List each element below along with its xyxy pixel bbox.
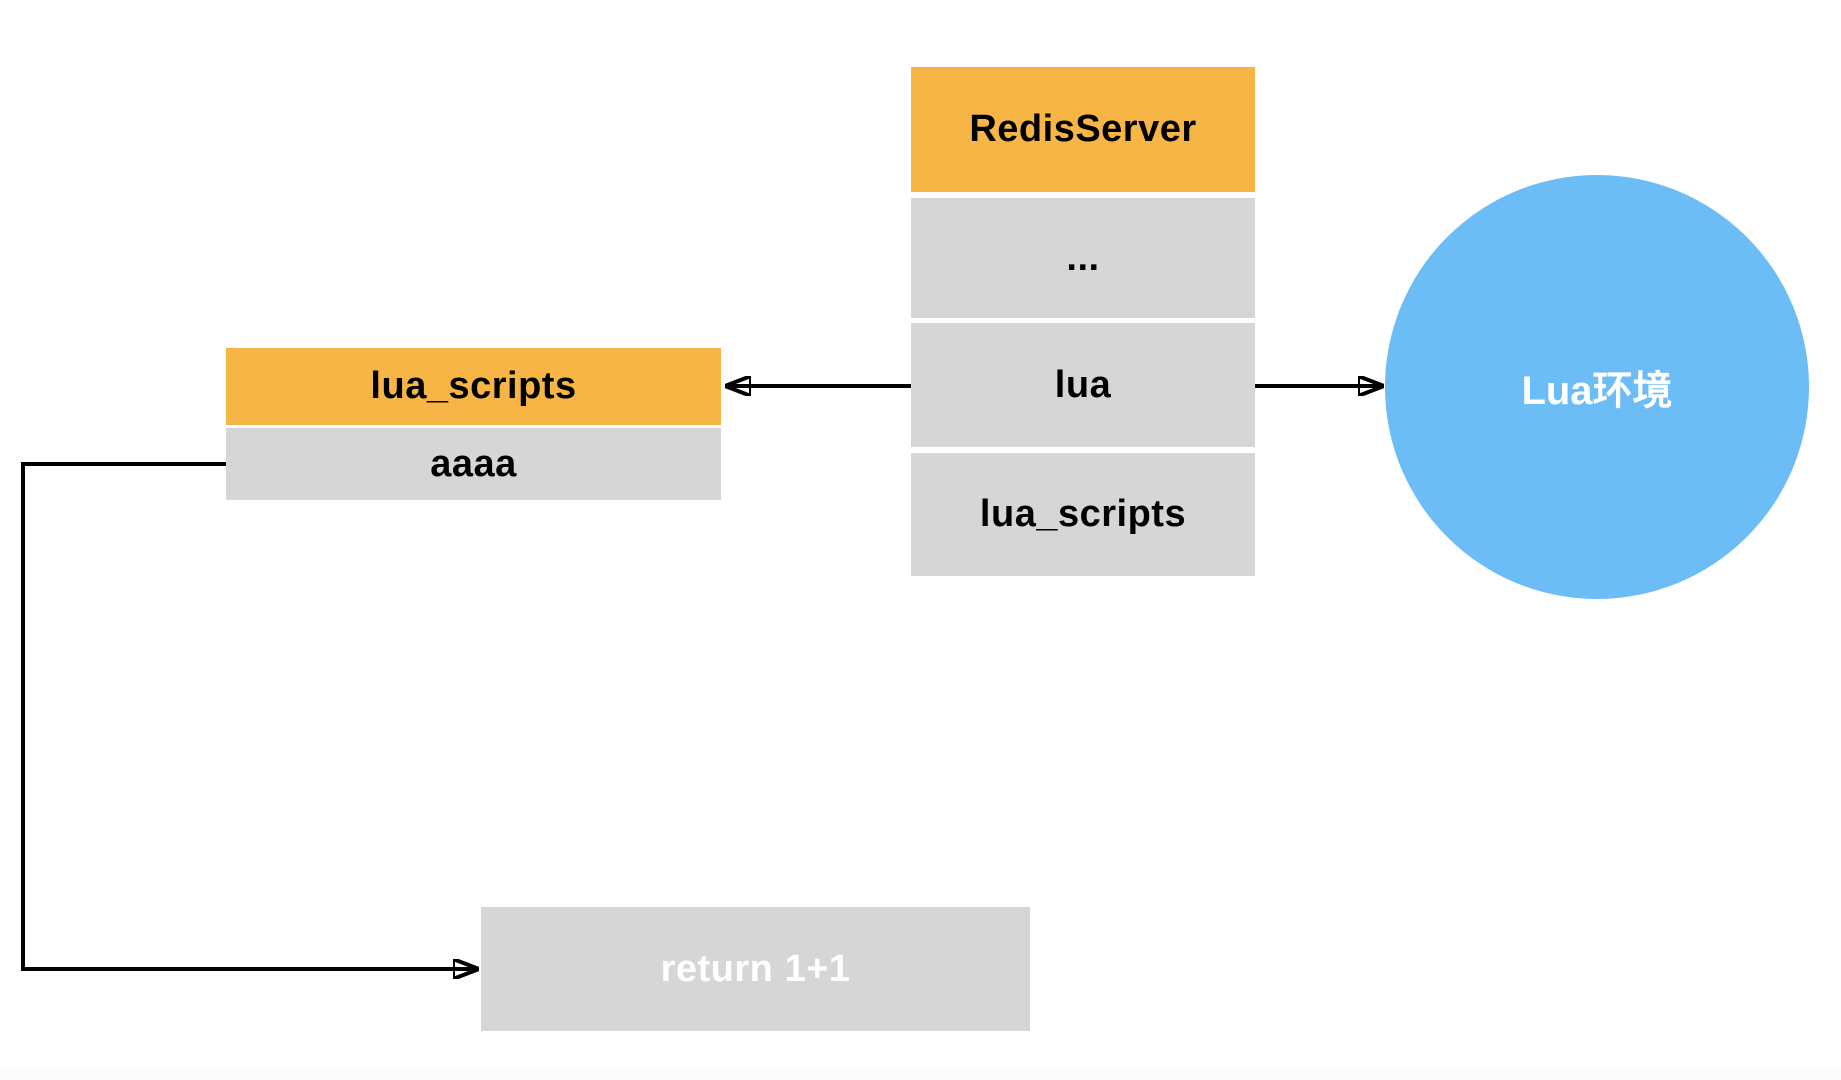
redis-server-row-lua-scripts: lua_scripts — [911, 453, 1255, 576]
redis-server-row-ellipsis: ... — [911, 198, 1255, 318]
redis-server-table-header: RedisServer — [911, 67, 1255, 192]
return-script-box: return 1+1 — [481, 907, 1030, 1031]
bottom-edge-strip — [0, 1070, 1841, 1080]
lua-environment-circle: Lua环境 — [1385, 175, 1809, 599]
arrow-aaaa-to-return-script — [21, 462, 476, 969]
lua-scripts-table-header: lua_scripts — [226, 348, 721, 425]
return-script-label: return 1+1 — [660, 947, 851, 990]
lua-scripts-row-aaaa: aaaa — [226, 428, 721, 500]
redis-server-row-lua: lua — [911, 323, 1255, 447]
lua-environment-label: Lua环境 — [1521, 369, 1673, 413]
